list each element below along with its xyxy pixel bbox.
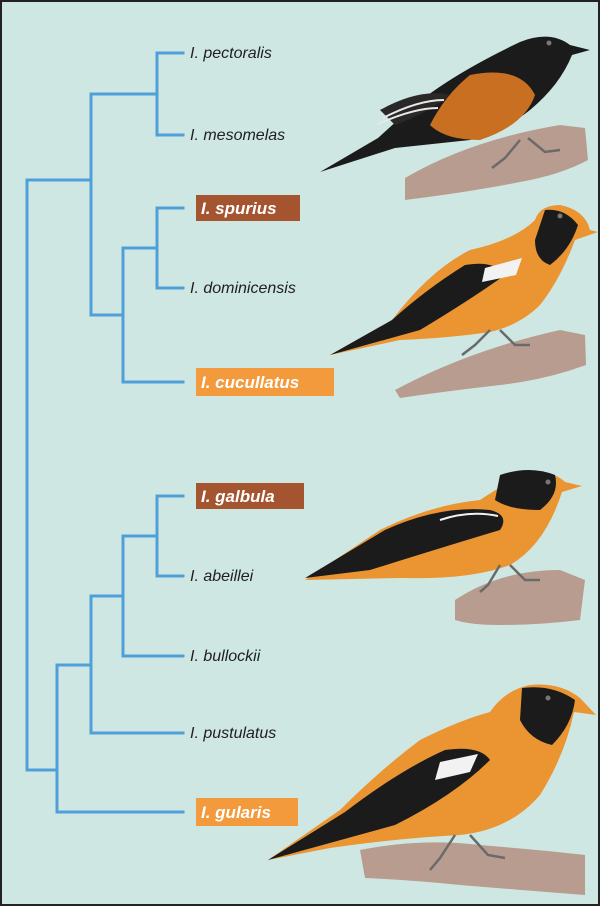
taxon-label-mesomelas: I. mesomelas <box>190 127 285 144</box>
taxon-label-bullockii: I. bullockii <box>190 648 261 665</box>
taxon-name: I. bullockii <box>190 648 261 665</box>
taxon-name: I. mesomelas <box>190 127 285 144</box>
taxon-label-pustulatus: I. pustulatus <box>190 725 276 742</box>
taxon-label-spurius: I. spurius <box>196 195 300 221</box>
taxon-name: I. abeillei <box>190 568 254 585</box>
taxon-name: I. galbula <box>201 487 275 506</box>
taxon-name: I. dominicensis <box>190 280 296 297</box>
taxon-label-gularis: I. gularis <box>196 798 298 826</box>
taxon-name: I. pectoralis <box>190 45 272 62</box>
taxon-name: I. spurius <box>201 199 277 218</box>
taxon-label-galbula: I. galbula <box>196 483 304 509</box>
taxon-name: I. cucullatus <box>201 373 299 392</box>
taxon-name: I. pustulatus <box>190 725 276 742</box>
taxon-name: I. gularis <box>201 803 271 822</box>
taxon-label-dominicensis: I. dominicensis <box>190 280 296 297</box>
taxon-label-cucullatus: I. cucullatus <box>196 368 334 396</box>
taxon-label-abeillei: I. abeillei <box>190 568 254 585</box>
taxon-label-pectoralis: I. pectoralis <box>190 45 272 62</box>
